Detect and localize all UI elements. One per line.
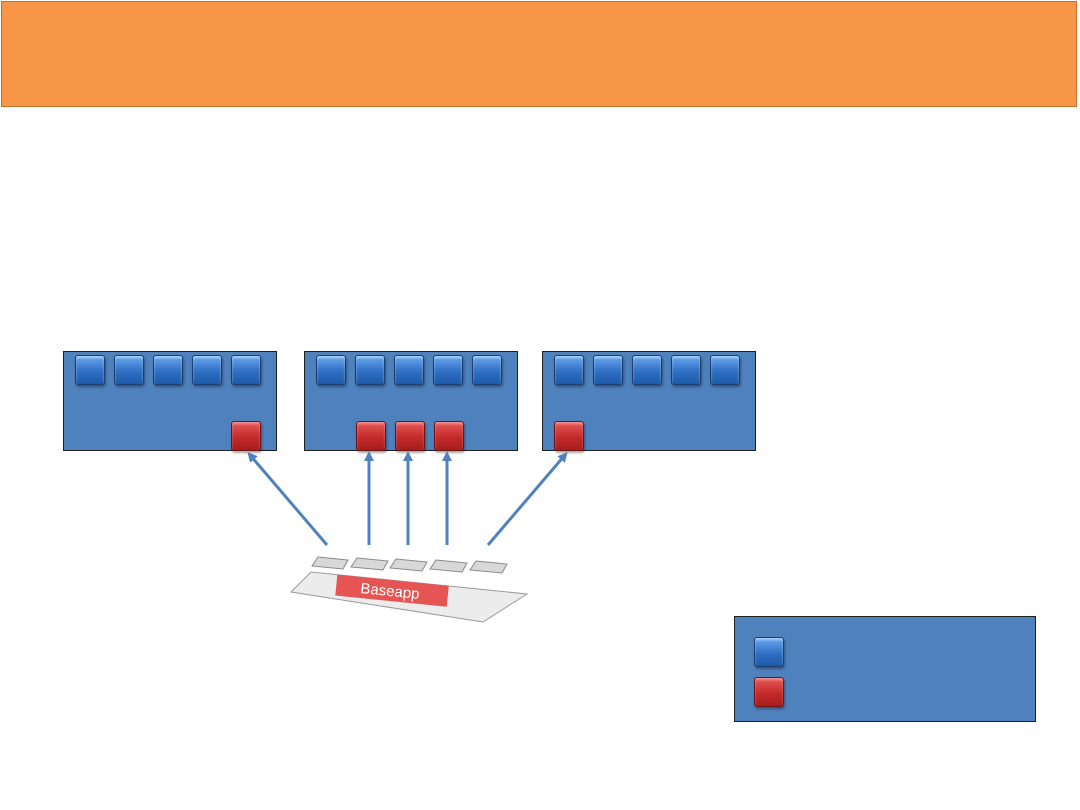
baseapp-label: Baseapp bbox=[360, 580, 421, 603]
blue-entity-cube bbox=[75, 355, 105, 385]
red-entity-cube bbox=[434, 421, 464, 451]
arrow-5 bbox=[486, 451, 568, 546]
legend-blue-cube bbox=[754, 637, 784, 667]
red-entity-cube bbox=[231, 421, 261, 451]
legend-panel bbox=[734, 616, 1036, 722]
blue-entity-cube bbox=[114, 355, 144, 385]
arrow-1 bbox=[247, 451, 329, 546]
blue-entity-cube bbox=[192, 355, 222, 385]
baseapp-tiles bbox=[311, 556, 508, 574]
blue-entity-cube bbox=[632, 355, 662, 385]
blue-entity-cube bbox=[472, 355, 502, 385]
baseapp-tile bbox=[429, 559, 468, 573]
cell-panel-1 bbox=[63, 351, 277, 451]
baseapp-tile bbox=[469, 560, 508, 574]
blue-entity-cube bbox=[394, 355, 424, 385]
blue-entity-cube bbox=[316, 355, 346, 385]
cell-panel-3 bbox=[542, 351, 756, 451]
blue-entity-cube bbox=[671, 355, 701, 385]
baseapp-tile bbox=[311, 556, 349, 570]
baseapp-label-box bbox=[335, 574, 449, 607]
blue-entity-cube bbox=[593, 355, 623, 385]
red-entity-cube bbox=[554, 421, 584, 451]
blue-entity-cube bbox=[231, 355, 261, 385]
blue-entity-cube bbox=[710, 355, 740, 385]
blue-entity-cube bbox=[153, 355, 183, 385]
blue-entity-cube bbox=[554, 355, 584, 385]
cell-panel-2 bbox=[304, 351, 518, 451]
baseapp-tile bbox=[389, 558, 428, 572]
red-entity-cube bbox=[356, 421, 386, 451]
header-bar bbox=[1, 1, 1077, 107]
blue-entity-cube bbox=[355, 355, 385, 385]
legend-red-cube bbox=[754, 677, 784, 707]
arrows bbox=[247, 451, 568, 546]
blue-entity-cube bbox=[433, 355, 463, 385]
red-entity-cube bbox=[395, 421, 425, 451]
baseapp-tile bbox=[350, 557, 389, 571]
